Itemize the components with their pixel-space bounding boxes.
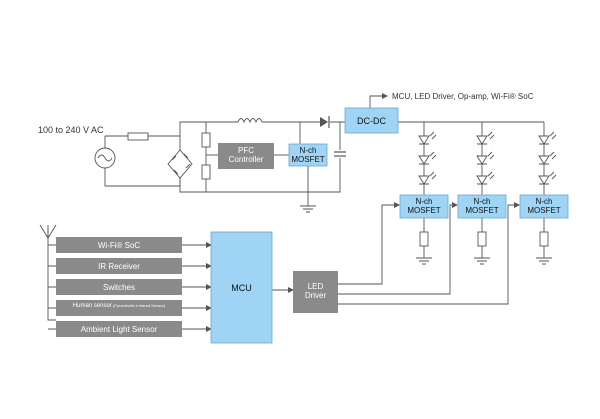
input-label-switches: Switches bbox=[103, 283, 135, 292]
label-line: Driver bbox=[305, 291, 327, 300]
input-label-human-sensor: Human sensor (Pyroelectric Infrared Sens… bbox=[73, 303, 166, 309]
rail-wire-1 bbox=[179, 121, 238, 136]
label-line: PFC bbox=[238, 146, 254, 155]
pfc-controller-block bbox=[218, 143, 274, 169]
led-icons bbox=[418, 131, 557, 185]
ac-wire bbox=[104, 136, 181, 187]
label-line: LED bbox=[308, 282, 324, 291]
label-line: DC-DC bbox=[357, 116, 386, 126]
components bbox=[94, 116, 557, 265]
gate-line-1 bbox=[338, 204, 398, 285]
input-block-human-sensor bbox=[56, 300, 182, 316]
label-line: MOSFET bbox=[527, 206, 560, 215]
nch-mosfet-ch2-block bbox=[457, 194, 507, 219]
label-line: MOSFET bbox=[291, 155, 324, 164]
nch-mosfet-main-block bbox=[288, 143, 328, 167]
input-label-wifi: Wi-Fi® SoC bbox=[98, 241, 141, 250]
input-block-wifi bbox=[56, 237, 182, 253]
input-block-ambient bbox=[56, 321, 182, 337]
led-driver-block bbox=[293, 271, 338, 313]
label-line: Controller bbox=[229, 155, 264, 164]
nch-mosfet-ch3-block bbox=[519, 194, 569, 219]
input-voltage-label: 100 to 240 V AC bbox=[38, 125, 104, 135]
wires bbox=[39, 93, 545, 332]
label-line: MOSFET bbox=[407, 206, 440, 215]
sense-resistor-1 bbox=[419, 231, 429, 247]
input-label-ambient: Ambient Light Sensor bbox=[81, 325, 158, 334]
label-line: MCU bbox=[231, 283, 252, 293]
ground-symbols-channels bbox=[416, 257, 552, 265]
divider-resistor-top bbox=[201, 132, 211, 148]
dcdc-block bbox=[344, 107, 399, 134]
inductor-icon bbox=[237, 118, 263, 124]
label-line: N-ch bbox=[300, 146, 317, 155]
mcu-label: MCU bbox=[231, 283, 252, 293]
label-line: N-ch bbox=[474, 197, 491, 206]
label-line: N-ch bbox=[536, 197, 553, 206]
input-block-switches bbox=[56, 279, 182, 295]
fuse-icon bbox=[127, 132, 149, 141]
label-line: N-ch bbox=[416, 197, 433, 206]
divider-resistor-bottom bbox=[201, 164, 211, 180]
bridge-rectifier-icon bbox=[167, 149, 193, 179]
input-label-ir: IR Receiver bbox=[98, 262, 140, 271]
antenna-icon bbox=[39, 224, 57, 239]
nch-mosfet-ch1-block bbox=[399, 194, 449, 219]
dcdc-label: DC-DC bbox=[357, 116, 386, 126]
gate-line-3 bbox=[338, 204, 518, 305]
input-block-ir bbox=[56, 258, 182, 274]
label-line: MOSFET bbox=[465, 206, 498, 215]
sense-resistor-2 bbox=[477, 231, 487, 247]
mcu-block bbox=[210, 231, 273, 344]
dcdc-aux-wire bbox=[369, 95, 382, 108]
return-rail bbox=[179, 166, 341, 193]
input-bus bbox=[47, 228, 56, 330]
aux-arrow bbox=[382, 93, 388, 99]
diode-icon bbox=[320, 116, 330, 128]
aux-output-label: MCU, LED Driver, Op-amp, Wi-Fi® SoC bbox=[392, 92, 534, 101]
sense-resistor-3 bbox=[539, 231, 549, 247]
